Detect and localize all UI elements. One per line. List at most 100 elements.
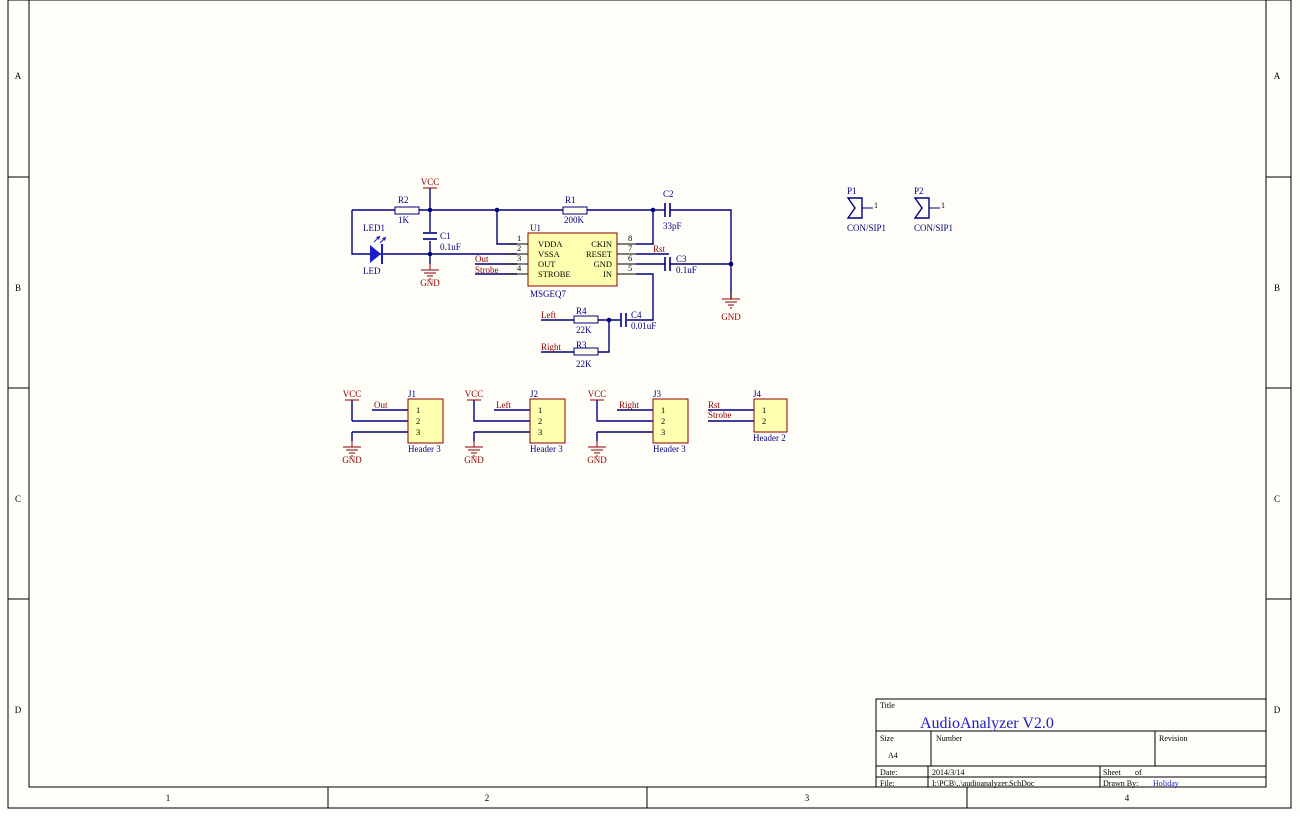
c2-value: 33pF (663, 221, 682, 231)
p2-pin: 1 (941, 201, 945, 210)
ic-u1: U1 MSGEQ7 1 2 3 4 VDDA VSSA OUT STROBE 8… (507, 223, 636, 299)
j2-pin-3: 3 (538, 427, 542, 437)
u1-pin-3-name: OUT (538, 259, 556, 269)
header-j4: Rst Strobe J4 Header 2 1 2 (708, 389, 788, 443)
col-label-2: 2 (485, 793, 490, 803)
gnd-label-c1: GND (420, 278, 440, 288)
zone-dividers (8, 176, 1291, 808)
row-label-right-c: C (1274, 494, 1280, 504)
revision-label: Revision (1159, 734, 1187, 743)
col-label-4: 4 (1125, 793, 1130, 803)
u1-pin-1-name: VDDA (538, 239, 563, 249)
j2-value: Header 3 (530, 444, 563, 454)
c4-ref: C4 (631, 310, 642, 320)
j1-ref: J1 (408, 389, 416, 399)
j4-net-label-rst: Rst (708, 400, 721, 410)
resistor-r1: R1 200K (562, 195, 588, 225)
resistor-r3: R3 22K (573, 340, 599, 369)
u1-pin-8-num: 8 (628, 233, 632, 243)
j2-vcc-label: VCC (465, 389, 484, 399)
file-label: File: (880, 779, 895, 788)
vcc-label-main: VCC (421, 177, 440, 187)
c1-ref: C1 (440, 231, 451, 241)
drawn-by-value: Holiday (1153, 779, 1179, 788)
led1-ref: LED1 (363, 223, 385, 233)
j4-net-label-strobe: Strobe (708, 410, 732, 420)
j3-ref: J3 (653, 389, 662, 399)
sheet-title: AudioAnalyzer V2.0 (920, 715, 1054, 732)
u1-part: MSGEQ7 (530, 289, 567, 299)
u1-pin-7-name: RESET (586, 249, 613, 259)
gnd-c1: GND (420, 263, 440, 288)
date-value: 2014/3/14 (932, 768, 964, 777)
j2-pin-1: 1 (538, 405, 542, 415)
u1-pin-5-name: IN (603, 269, 612, 279)
c3-ref: C3 (676, 254, 687, 264)
p1-ref: P1 (847, 186, 857, 196)
j1-pin-1: 1 (416, 405, 420, 415)
u1-ref: U1 (530, 223, 541, 233)
u1-pin-4-num: 4 (517, 263, 522, 273)
r3-value: 22K (576, 359, 592, 369)
u1-pin-5-num: 5 (628, 263, 632, 273)
header-j2: VCC GND Left J2 Header 3 1 2 3 (464, 389, 566, 465)
net-label-right: Right (541, 342, 562, 352)
outer-border (7, 0, 1292, 809)
j4-pin-1: 1 (762, 405, 766, 415)
j3-gnd-label: GND (587, 455, 607, 465)
r1-value: 200K (564, 215, 585, 225)
capacitor-c3: C3 0.1uF (664, 254, 697, 275)
j1-pin-3: 3 (416, 427, 420, 437)
led-led1: LED1 LED (363, 223, 387, 276)
j1-net-label: Out (374, 400, 388, 410)
r3-ref: R3 (576, 340, 587, 350)
size-value: A4 (888, 751, 898, 760)
j1-value: Header 3 (408, 444, 441, 454)
j3-net-label: Right (619, 400, 640, 410)
u1-pin-2-num: 2 (517, 243, 521, 253)
j3-value: Header 3 (653, 444, 686, 454)
row-label-left-c: C (15, 494, 21, 504)
row-label-right-d: D (1274, 705, 1281, 715)
p1-value: CON/SIP1 (847, 223, 886, 233)
r4-ref: R4 (576, 306, 587, 316)
j4-value: Header 2 (753, 433, 786, 443)
of-label: of (1135, 768, 1142, 777)
p1-pin: 1 (874, 201, 878, 210)
gnd-label-main: GND (721, 312, 741, 322)
sheet-label: Sheet (1103, 768, 1122, 777)
net-label-out: Out (475, 254, 489, 264)
gnd-main: GND (721, 292, 741, 322)
file-value: I:\PCB\..\audioanalyzer.SchDoc (932, 779, 1035, 788)
j2-ref: J2 (530, 389, 538, 399)
u1-pin-3-num: 3 (517, 253, 521, 263)
r4-value: 22K (576, 325, 592, 335)
c2-ref: C2 (663, 189, 674, 199)
title-label: Title (880, 701, 895, 710)
col-label-1: 1 (166, 793, 171, 803)
date-label: Date: (880, 768, 897, 777)
row-label-right-b: B (1274, 283, 1280, 293)
c4-value: 0.01uF (631, 321, 656, 331)
row-label-right-a: A (1274, 71, 1281, 81)
j2-gnd-label: GND (464, 455, 484, 465)
j1-vcc-label: VCC (343, 389, 362, 399)
size-label: Size (880, 734, 894, 743)
row-label-left-a: A (15, 71, 22, 81)
u1-pin-6-num: 6 (628, 253, 632, 263)
p2-value: CON/SIP1 (914, 223, 953, 233)
u1-pin-8-name: CKIN (591, 239, 612, 249)
connector-p1: P1 1 CON/SIP1 (846, 186, 886, 233)
j3-pin-3: 3 (661, 427, 665, 437)
j3-pin-1: 1 (661, 405, 665, 415)
drawn-by-label: Drawn By: (1103, 779, 1138, 788)
p2-ref: P2 (914, 186, 924, 196)
r2-ref: R2 (398, 195, 409, 205)
j3-pin-2: 2 (661, 416, 665, 426)
j2-net-label: Left (496, 400, 511, 410)
j2-pin-2: 2 (538, 416, 542, 426)
row-label-left-d: D (15, 705, 22, 715)
u1-pin-4-name: STROBE (538, 269, 571, 279)
